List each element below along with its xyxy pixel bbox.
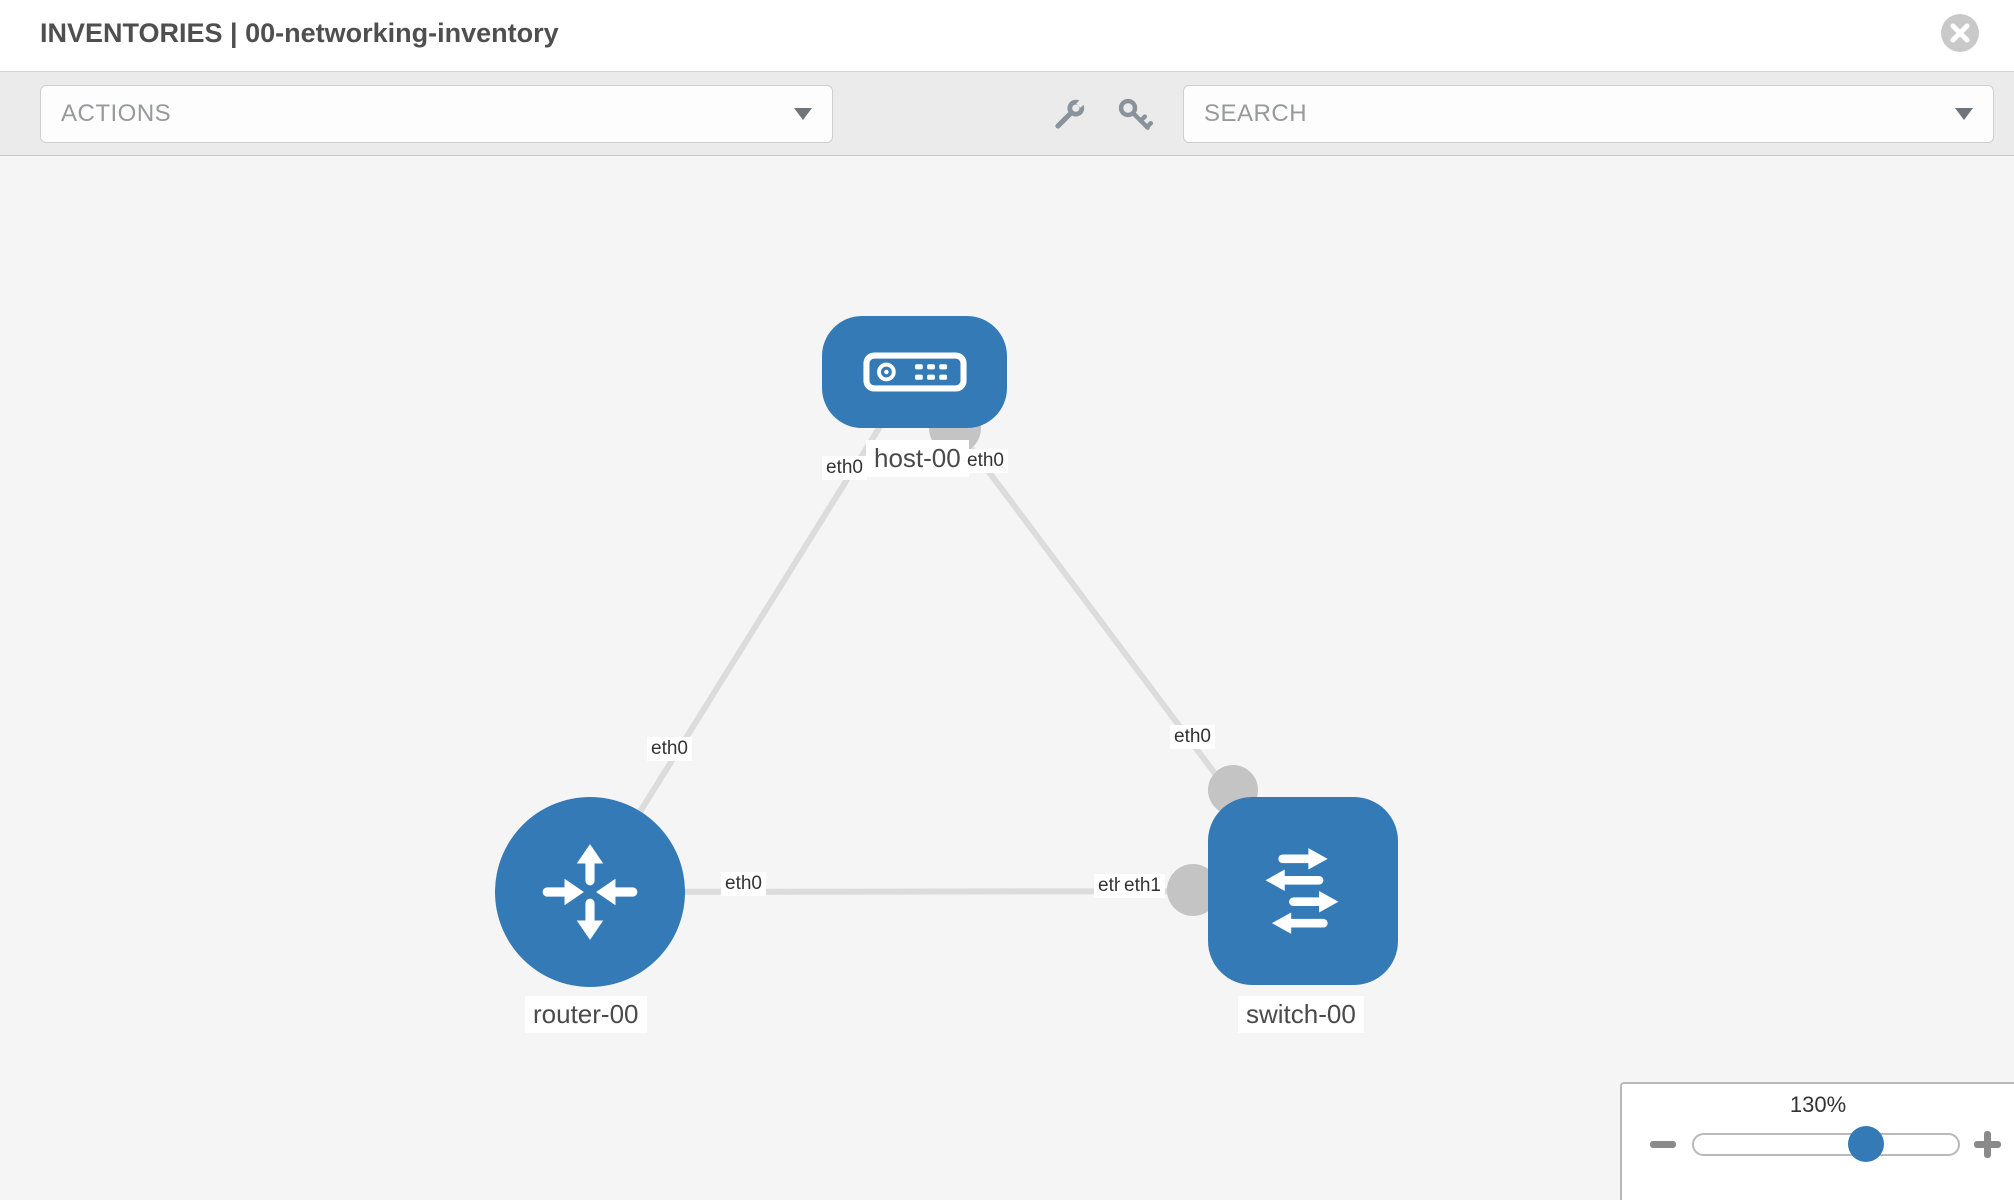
topology-links-layer (587, 370, 1306, 917)
search-dropdown[interactable]: SEARCH (1183, 85, 1994, 143)
actions-dropdown[interactable]: ACTIONS (40, 85, 833, 143)
interface-dot-switch-left (1167, 864, 1219, 916)
zoom-slider-track[interactable] (1692, 1126, 1960, 1162)
if-label-router-right: eth0 (721, 872, 766, 896)
actions-dropdown-label: ACTIONS (61, 100, 172, 127)
if-label-host-right: eth0 (963, 449, 1008, 473)
plus-icon[interactable] (1974, 1131, 2001, 1158)
if-label-router-upper: eth0 (647, 737, 692, 761)
chevron-down-icon (794, 108, 812, 120)
node-router-00[interactable] (495, 797, 685, 987)
zoom-slider-thumb[interactable] (1848, 1126, 1884, 1162)
page-title: INVENTORIES | 00-networking-inventory (40, 18, 559, 48)
if-label-host-left: eth0 (822, 456, 867, 480)
toolbar: ACTIONS SEARCH (0, 72, 2014, 156)
if-label-switch-top: eth0 (1170, 725, 1215, 749)
zoom-level-value: 130% (1789, 1092, 1847, 1117)
chevron-down-icon (1955, 108, 1973, 120)
header-bar: INVENTORIES | 00-networking-inventory (0, 0, 2014, 72)
if-label-switch-left: eth1 (1120, 874, 1165, 898)
close-icon (1950, 23, 1970, 43)
zoom-panel: 130% (1620, 1082, 2014, 1200)
topology-canvas[interactable]: host-00 router-00 switch-00 eth0 eth0 et… (0, 156, 2014, 1200)
node-label-switch: switch-00 (1238, 996, 1364, 1033)
router-icon (542, 844, 638, 940)
node-label-router: router-00 (525, 996, 647, 1033)
switch-icon (1265, 848, 1339, 934)
search-dropdown-label: SEARCH (1204, 100, 1308, 127)
node-host-00[interactable] (822, 316, 1007, 428)
node-label-host: host-00 (866, 440, 969, 477)
minus-icon[interactable] (1650, 1141, 1676, 1148)
close-button[interactable] (1941, 14, 1979, 52)
host-icon (862, 352, 967, 392)
node-switch-00[interactable] (1208, 797, 1398, 985)
wrench-icon[interactable] (1050, 96, 1088, 134)
key-icon[interactable] (1116, 96, 1154, 134)
